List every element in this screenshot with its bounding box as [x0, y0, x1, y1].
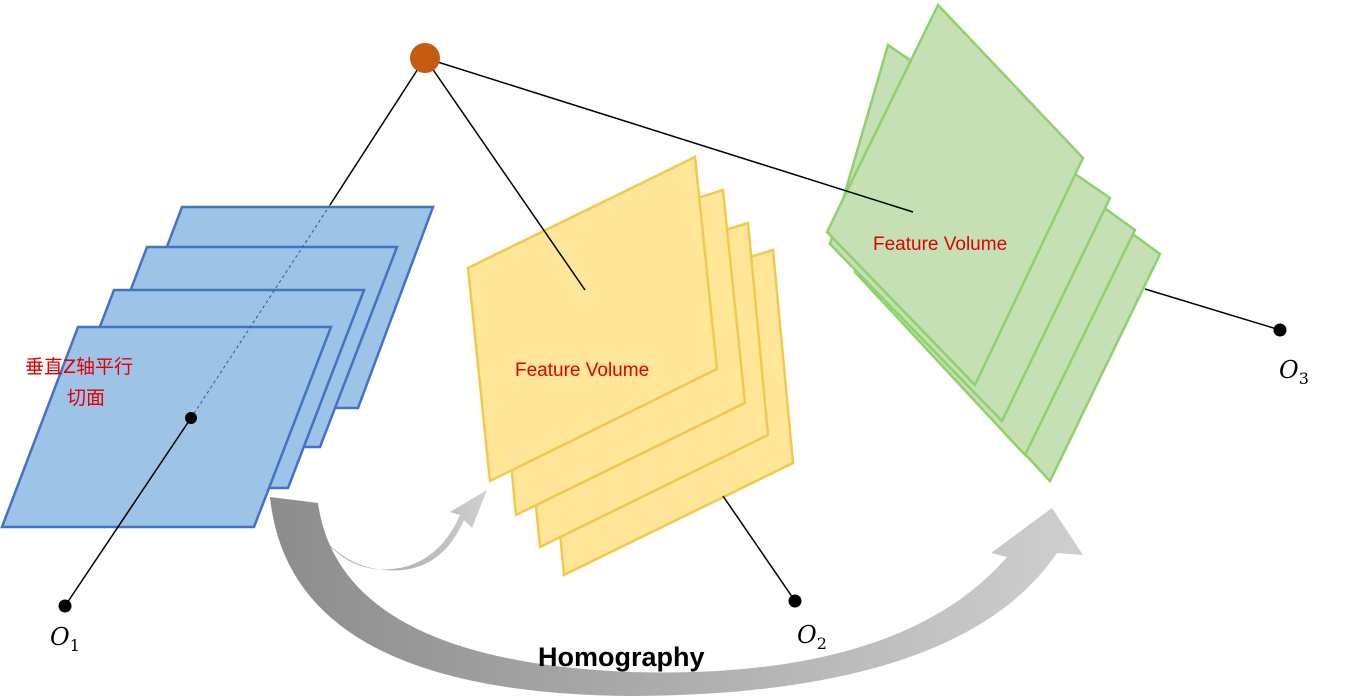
ray-o3 — [1144, 288, 1281, 331]
blue-plane-1 — [0, 325, 333, 529]
blue-plane-stack — [0, 205, 435, 529]
feature-volume-label-yellow: Feature Volume — [515, 360, 649, 381]
ray-point-to-o1-hidden — [190, 204, 331, 419]
homography-arrow-small — [298, 490, 487, 571]
camera-center-o2 — [788, 594, 802, 608]
ray-o2 — [722, 495, 796, 602]
intersection-dot-blue — [185, 412, 197, 424]
camera-center-o3 — [1273, 323, 1287, 337]
camera-label-o3: O3 — [1279, 356, 1309, 388]
green-feature-volume — [825, 2, 1162, 484]
ray-point-to-green — [424, 57, 914, 213]
camera-center-o1 — [58, 599, 72, 613]
camera-label-o2: O2 — [797, 621, 827, 653]
ray-o1 — [64, 417, 192, 607]
homography-arrow-big — [270, 497, 1083, 696]
yellow-feature-volume — [466, 155, 795, 577]
homography-label: Homography — [538, 642, 705, 672]
ray-point-to-yellow — [424, 57, 586, 291]
feature-volume-label-green: Feature Volume — [873, 234, 1007, 255]
slice-label-line1: 垂直Z轴平行 — [25, 356, 133, 378]
camera-label-o1: O1 — [50, 623, 80, 655]
slice-label-line2: 切面 — [67, 387, 105, 409]
yellow-plane-1 — [466, 155, 719, 483]
green-plane-1 — [825, 2, 1085, 388]
world-point — [410, 43, 440, 73]
ray-point-to-o1-back — [329, 57, 426, 206]
